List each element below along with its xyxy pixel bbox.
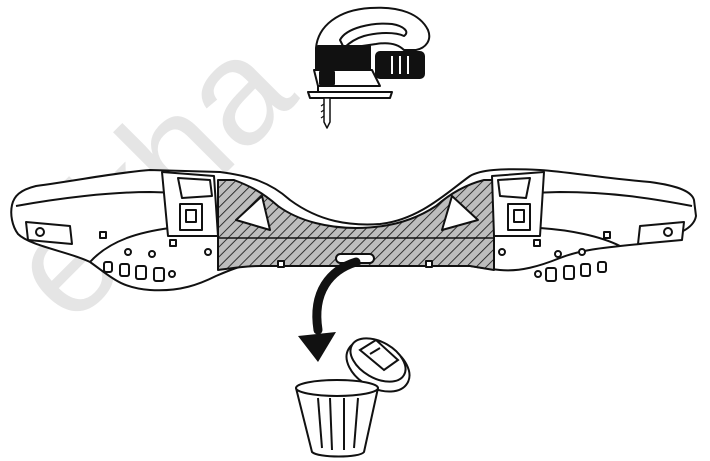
bumper-part <box>10 168 697 292</box>
jigsaw-icon <box>307 6 431 129</box>
trash-can-icon <box>295 379 379 458</box>
curved-arrow-icon <box>298 257 361 362</box>
cut-zone-hatch <box>217 179 495 271</box>
